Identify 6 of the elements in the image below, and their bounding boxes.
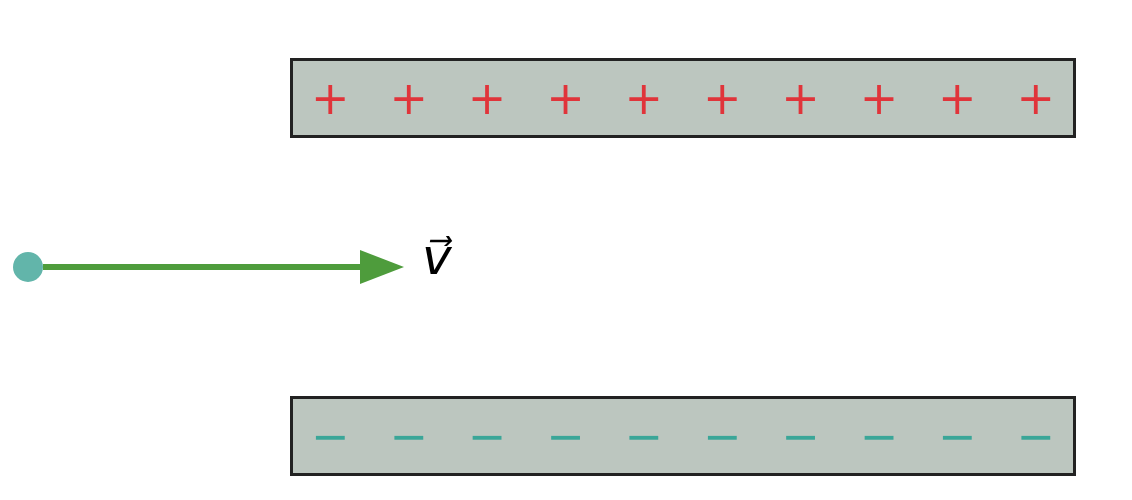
charged-plate — [290, 58, 1076, 138]
particle-dot — [13, 252, 43, 282]
velocity-symbol: v⃗ — [422, 232, 452, 282]
charge-signs: − − − − − − − − − − — [311, 413, 1055, 459]
charge-signs: + + + + + + + + + + — [311, 75, 1055, 121]
charged-plate — [290, 396, 1076, 476]
